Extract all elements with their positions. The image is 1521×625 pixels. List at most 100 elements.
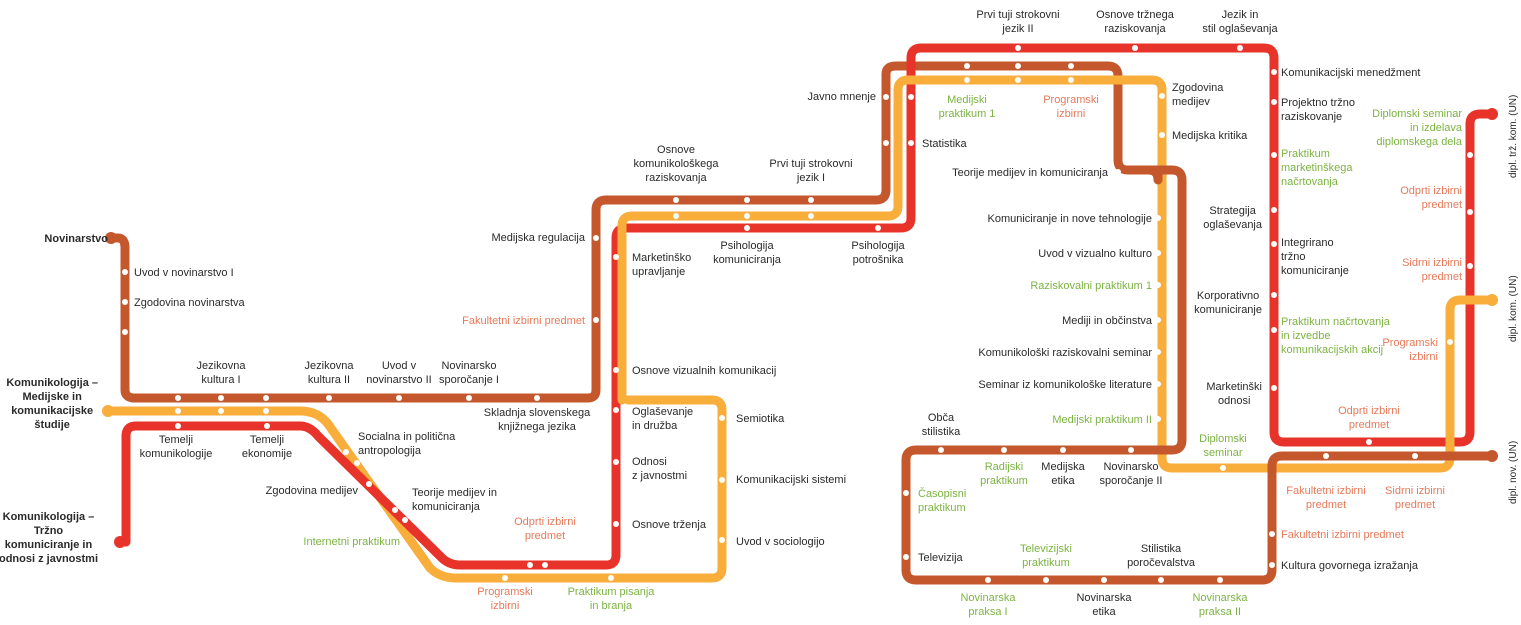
station-label: Semiotika [736, 413, 785, 425]
station-label: Programski izbirni [1043, 94, 1099, 120]
station-label: Psihologija potrošnika [851, 240, 905, 266]
station-label: Novinarska praksa I [960, 592, 1016, 618]
station-label: Programski izbirni [477, 586, 533, 612]
terminal-dot-end-nov [1486, 450, 1498, 462]
station-stop [613, 407, 619, 413]
station-label: Osnove vizualnih komunikacij [632, 365, 777, 377]
station-stop [719, 415, 725, 421]
station-label: Odnosi z javnostmi [632, 456, 688, 482]
station-stop [1155, 317, 1161, 323]
station-stop [402, 517, 408, 523]
station-label: Statistika [922, 138, 967, 150]
station-stop [1271, 152, 1277, 158]
station-stop [502, 575, 508, 581]
station-stop [1155, 282, 1161, 288]
station-label: Novinarska praksa II [1192, 592, 1248, 618]
station-label: Medijska kritika [1172, 130, 1248, 142]
line-medijske [105, 395, 727, 583]
station-stop [1155, 215, 1161, 221]
terminal-trzno: Komunikologija – Tržno komuniciranje in … [0, 511, 98, 565]
station-stop [264, 423, 270, 429]
station-label: Medijski praktikum II [1052, 414, 1152, 426]
station-label: Stilistika poročevalstva [1127, 543, 1195, 569]
station-label: Integrirano tržno komuniciranje [1281, 237, 1349, 277]
station-label: Komunikacijski menedžment [1281, 67, 1421, 79]
station-stop [1060, 447, 1066, 453]
station-label: Teorije medijev in komuniciranja [412, 487, 497, 513]
station-stop [938, 447, 944, 453]
station-label: Komunikološki raziskovalni seminar [978, 347, 1152, 359]
station-stop [613, 521, 619, 527]
station-stop [1467, 209, 1473, 215]
station-label: Javno mnenje [807, 91, 877, 103]
station-label: Sidrni izbirni predmet [1385, 485, 1445, 511]
station-stop [392, 507, 398, 513]
station-stop [1132, 45, 1138, 51]
station-stop [608, 575, 614, 581]
station-label: Prvi tuji strokovni jezik II [976, 9, 1060, 35]
station-label: Zgodovina medijev [1172, 82, 1224, 108]
station-label: Odprti izbirni predmet [1400, 185, 1462, 211]
station-stop [719, 477, 725, 483]
station-stop [396, 395, 402, 401]
station-label: Mediji in občinstva [1062, 315, 1152, 327]
terminal-medijske: Komunikologija – Medijske in komunikacij… [6, 377, 98, 431]
station-label: Televizijski praktikum [1020, 543, 1072, 569]
station-label: Občа stilistika [921, 412, 961, 438]
station-label: Odprti izbirni predmet [514, 516, 576, 542]
station-label: Temelji ekonomije [241, 434, 293, 460]
station-stop [263, 395, 269, 401]
station-stop [744, 213, 750, 219]
station-stop [1447, 339, 1453, 345]
terminal-dot-medijske [102, 405, 114, 417]
station-stop [613, 367, 619, 373]
station-stop [1015, 45, 1021, 51]
station-label: Jezik in stil oglaševanja [1202, 9, 1278, 35]
terminal-end-trz: dipl. trž. kom. (UN) [1508, 94, 1519, 178]
station-stop [366, 481, 372, 487]
station-stop [326, 395, 332, 401]
station-label: Časopisni praktikum [918, 488, 967, 514]
terminal-dot-trzno [114, 536, 126, 548]
station-stop [1271, 327, 1277, 333]
station-stop [1101, 577, 1107, 583]
terminal-end-nov: dipl. nov. (UN) [1508, 440, 1519, 504]
station-stop [985, 577, 991, 583]
station-stop [354, 460, 360, 466]
station-stop [964, 63, 970, 69]
station-stop [1015, 63, 1021, 69]
station-stop [527, 562, 533, 568]
station-stop [1015, 77, 1021, 83]
station-stop [1068, 63, 1074, 69]
station-stop [175, 395, 181, 401]
station-label: Marketinški odnosi [1206, 381, 1262, 407]
station-label: Novinarsko sporočanje II [1099, 461, 1163, 487]
station-stop [883, 140, 889, 146]
station-label: Seminar iz komunikološke literature [978, 379, 1152, 391]
station-label: Medijska etika [1041, 461, 1085, 487]
station-stop [175, 408, 181, 414]
station-stop [1366, 439, 1372, 445]
station-stop [1043, 577, 1049, 583]
station-stop [1269, 531, 1275, 537]
station-stop [122, 269, 128, 275]
station-stop [1128, 447, 1134, 453]
station-stop [1271, 99, 1277, 105]
station-label: Skladnja slovenskega knjižnega jezika [483, 407, 591, 433]
station-stop [613, 254, 619, 260]
station-stop [1467, 152, 1473, 158]
station-label: Programski izbirni [1382, 337, 1438, 363]
station-label: Praktikum marketinškega načrtovanja [1281, 148, 1353, 188]
station-label: Novinarsko sporočanje I [439, 360, 499, 386]
station-label: Zgodovina medijev [265, 485, 358, 497]
station-label: Uvod v novinarstvo I [134, 267, 234, 279]
station-label: Psihologija komuniciranja [713, 240, 781, 266]
station-label: Praktikum pisanja in branja [567, 586, 655, 612]
station-stop [1155, 416, 1161, 422]
station-label: Zgodovina novinarstva [134, 297, 245, 309]
terminal-dot-end-kom [1486, 294, 1498, 306]
station-label: Sidrni izbirni predmet [1402, 257, 1462, 283]
station-stop [593, 235, 599, 241]
station-stop [1271, 241, 1277, 247]
